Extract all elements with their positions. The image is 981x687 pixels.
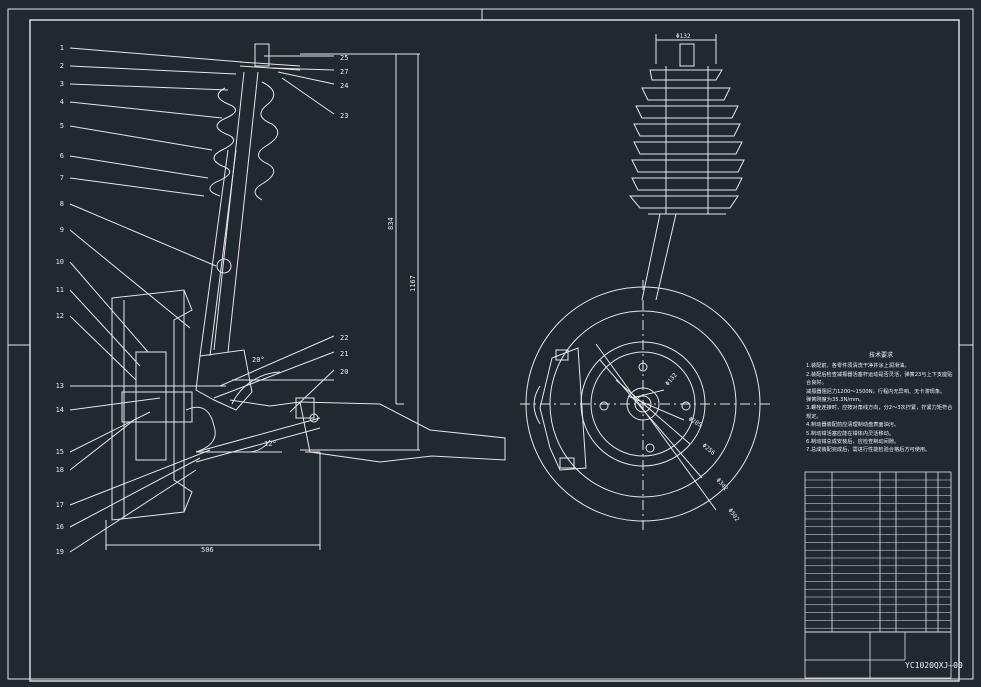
notes-line: 弹簧刚度为35.3N/mm。: [806, 397, 865, 404]
callout-label: 1: [60, 44, 64, 52]
dim-256: Φ256: [701, 442, 717, 457]
notes-line: 4.制动器装配前应清理制动盘表面油污。: [806, 422, 900, 429]
callout-label: 25: [340, 54, 348, 62]
callout-label: 24: [340, 82, 348, 90]
callout-label: 4: [60, 98, 64, 106]
notes-line: 5.制动钳活塞应能在钳体内灵活移动。: [806, 430, 894, 437]
inner-border: [29, 19, 960, 682]
callout-label: 18: [56, 466, 64, 474]
dim-506: 506: [201, 546, 214, 554]
drawing-number: YC1020QXJ—00: [905, 661, 963, 670]
dim-132: Φ132: [664, 371, 679, 387]
notes-line: 减振器阻尼力1200～1500N，行程内无异响、无卡滞现象。: [806, 388, 946, 395]
dim-top-132: Φ132: [676, 33, 691, 40]
notes-line: 2.装配后检查减振器活塞杆运动是否灵活，弹簧23与上下支座贴合良好。: [806, 371, 953, 387]
callout-label: 14: [56, 406, 64, 414]
dim-502: Φ502: [726, 507, 740, 523]
callout-label: 7: [60, 174, 64, 182]
callout-label: 20: [340, 368, 348, 376]
technical-notes: 技术要求 1.装配前，各零件须清洗干净并涂上润滑油。 2.装配后检查减振器活塞杆…: [806, 352, 956, 455]
callout-label: 13: [56, 382, 64, 390]
notes-line: 3.螺栓连接时，应按对角线方向，分2～3次拧紧，拧紧力矩符合规定。: [806, 405, 953, 420]
dim-1167: 1167: [409, 275, 417, 292]
notes-line: 1.装配前，各零件须清洗干净并涂上润滑油。: [806, 363, 910, 370]
callout-label: 6: [60, 152, 64, 160]
callout-label: 27: [340, 68, 348, 76]
notes-title: 技术要求: [868, 352, 893, 359]
callout-label: 10: [56, 258, 64, 266]
angle-20: 20°: [252, 356, 265, 364]
callout-label: 8: [60, 200, 64, 208]
side-view-strut: [69, 43, 506, 553]
callout-label: 19: [56, 548, 64, 556]
angle-12: 12°: [264, 440, 277, 448]
callout-label: 5: [60, 122, 64, 130]
callout-label: 3: [60, 80, 64, 88]
callout-label: 21: [340, 350, 348, 358]
callout-label: 17: [56, 501, 64, 509]
notes-line: 7.总成装配完成后，需进行性能检验合格后方可使用。: [806, 447, 931, 454]
title-block-rows: [805, 479, 951, 629]
callout-label: 22: [340, 334, 348, 342]
callout-label: 11: [56, 286, 64, 294]
callouts-right: 25 27 24 23 22 21 20: [340, 54, 348, 376]
callout-label: 15: [56, 448, 64, 456]
front-view-strut: [520, 34, 770, 530]
title-block: [804, 471, 952, 679]
callout-label: 12: [56, 312, 64, 320]
callout-label: 16: [56, 523, 64, 531]
callout-label: 23: [340, 112, 348, 120]
outer-border: [7, 8, 974, 680]
callout-label: 9: [60, 226, 64, 234]
notes-line: 6.制动钳总成安装后，应检查制动间隙。: [806, 439, 900, 446]
dim-834: 834: [387, 217, 395, 230]
callout-label: 2: [60, 62, 64, 70]
